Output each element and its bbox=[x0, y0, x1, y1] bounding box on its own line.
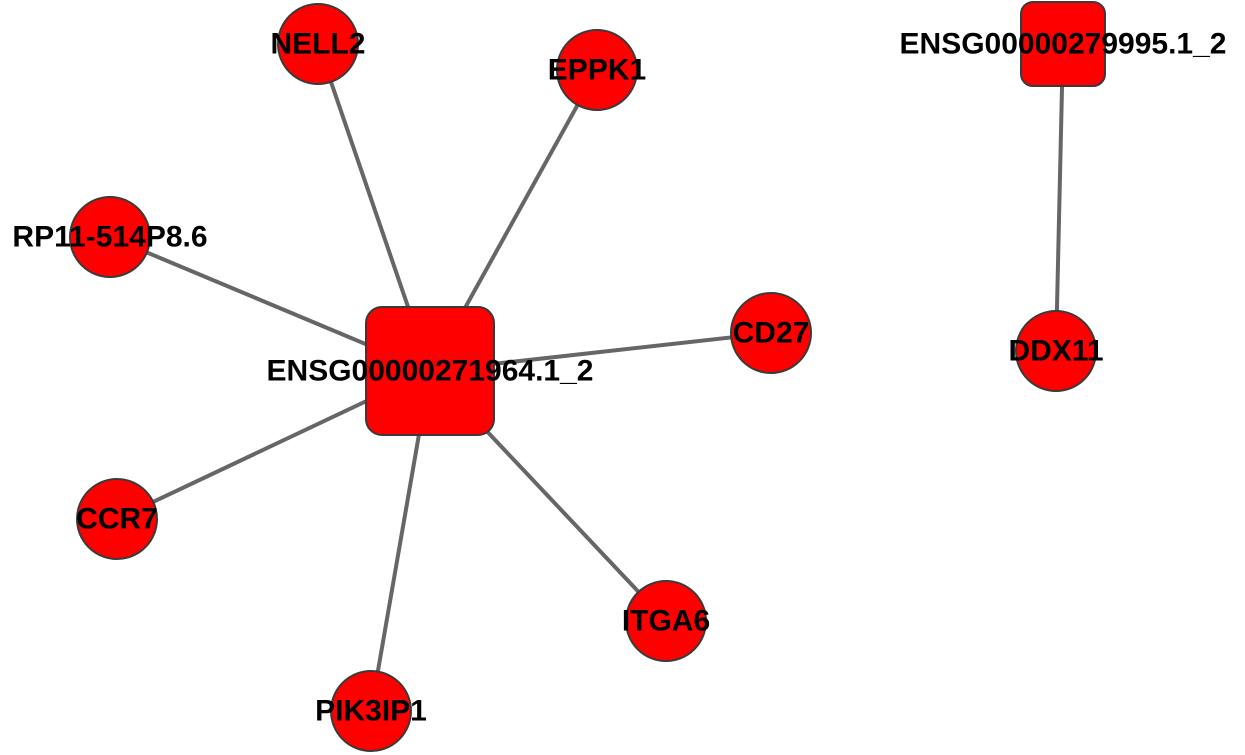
nodes-layer bbox=[69, 1, 1106, 752]
node-label-ccr7: CCR7 bbox=[76, 503, 158, 536]
edge-hub2-ddx11 bbox=[1054, 43, 1065, 352]
node-cd27[interactable] bbox=[730, 292, 812, 374]
node-hub1[interactable] bbox=[365, 306, 495, 436]
labels-layer: ENSG00000271964.1_2 ENSG00000279995.1_2 NE… bbox=[12, 28, 1226, 728]
node-ddx11[interactable] bbox=[1015, 310, 1097, 392]
node-label-ddx11: DDX11 bbox=[1008, 335, 1103, 368]
node-hub2[interactable] bbox=[1020, 1, 1106, 87]
node-pik3ip1[interactable] bbox=[330, 670, 412, 752]
node-rp11[interactable] bbox=[69, 196, 151, 278]
node-label-rp11: RP11-514P8.6 bbox=[12, 221, 207, 254]
node-ccr7[interactable] bbox=[76, 478, 158, 560]
node-eppk1[interactable] bbox=[556, 29, 638, 111]
node-label-hub2: ENSG00000279995.1_2 bbox=[900, 28, 1227, 61]
node-label-cd27: CD27 bbox=[733, 317, 810, 350]
node-label-eppk1: EPPK1 bbox=[548, 54, 646, 87]
node-itga6[interactable] bbox=[625, 580, 707, 662]
node-label-itga6: ITGA6 bbox=[622, 605, 710, 638]
node-label-pik3ip1: PIK3IP1 bbox=[315, 695, 427, 728]
node-label-hub1: ENSG00000271964.1_2 bbox=[267, 355, 594, 388]
node-nell2[interactable] bbox=[277, 3, 359, 85]
node-label-nell2: NELL2 bbox=[270, 28, 365, 61]
